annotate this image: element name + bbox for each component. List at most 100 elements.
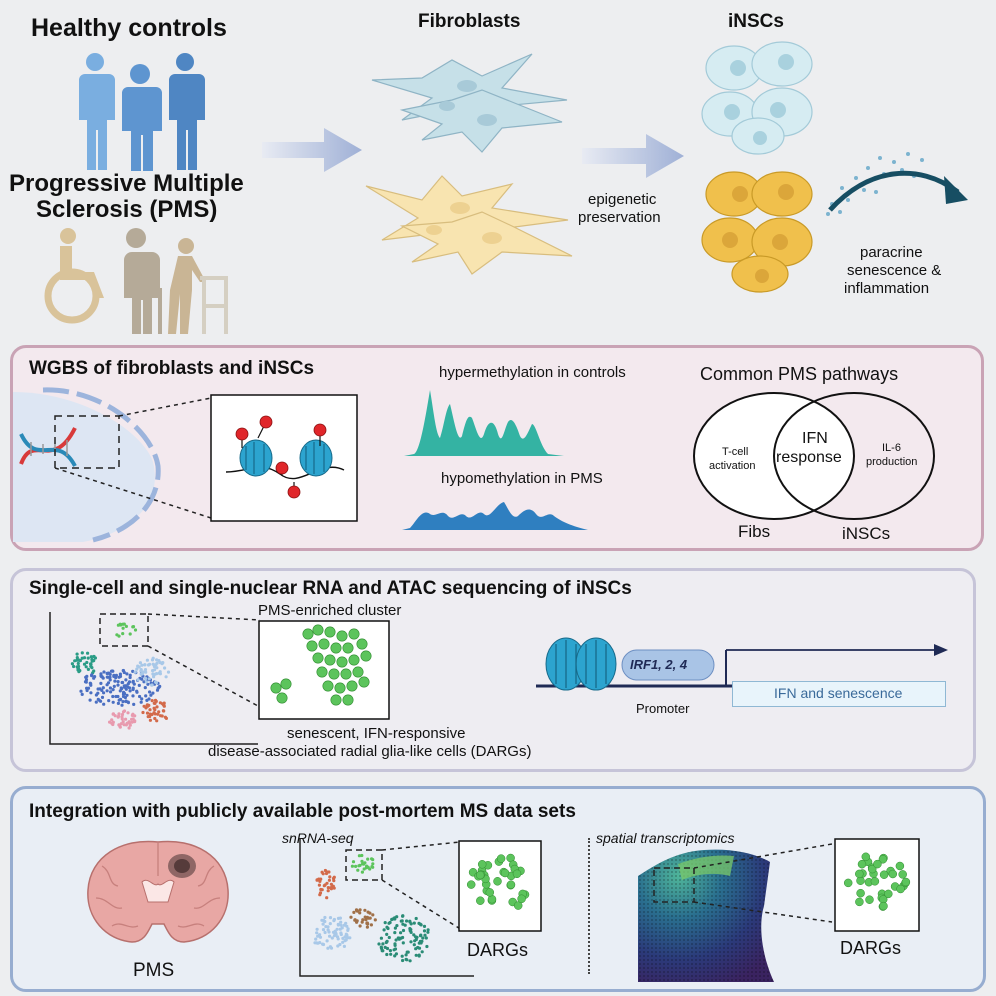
umap-dot (138, 694, 142, 699)
cluster-zoom-box (258, 620, 390, 720)
umap-dot (144, 676, 148, 681)
umap-dot (117, 698, 121, 702)
umap-dot (131, 625, 135, 629)
darg-dot (879, 901, 888, 911)
arrow-to-inscs (582, 134, 684, 178)
snrna-dot (363, 908, 367, 912)
snrna-dot (365, 915, 369, 919)
snrna-dot (354, 864, 358, 868)
umap-dot (133, 719, 137, 723)
umap-dot (92, 654, 96, 659)
snrna-dot (409, 930, 413, 934)
cluster-dot (316, 666, 328, 678)
snrna-dot (324, 925, 328, 929)
snrna-dot (325, 939, 329, 943)
cluster-dot (302, 628, 314, 640)
integration-title: Integration with publicly available post… (29, 801, 576, 822)
umap-dot (100, 695, 105, 699)
cluster-dot (358, 676, 370, 688)
umap-dot (148, 712, 152, 716)
snrna-dot (401, 941, 405, 945)
umap-dot (164, 675, 168, 679)
darg-dot (485, 888, 495, 897)
umap-dot (105, 689, 109, 693)
paracrine-label-line2: senescence & (847, 262, 942, 279)
snrna-dot (366, 910, 370, 914)
spatial-tissue (638, 843, 833, 982)
darg-dot (500, 868, 510, 878)
cluster-dot (312, 624, 324, 636)
umap-dot (128, 723, 132, 727)
snrna-dot (388, 949, 392, 953)
umap-dot (120, 712, 125, 717)
umap-dot (92, 676, 96, 680)
snrna-dot (401, 914, 405, 918)
umap-dot (131, 679, 135, 683)
snrna-dot (350, 864, 354, 868)
snrna-dot (385, 946, 390, 951)
umap-dot (121, 632, 125, 636)
snrna-dot (355, 920, 359, 924)
snrna-dot (328, 922, 332, 926)
umap-dot (121, 626, 125, 630)
umap-dot (117, 712, 121, 716)
cluster-dot (330, 642, 342, 654)
arrow-to-fibroblasts (262, 128, 362, 172)
umap-dot (105, 671, 109, 675)
snrna-dot (321, 872, 325, 876)
cluster-dot (318, 638, 330, 650)
snrna-dot (370, 857, 374, 861)
snrna-dot (371, 862, 375, 866)
cluster-dot (324, 626, 336, 638)
snrna-dot (401, 928, 406, 933)
umap-dot (72, 664, 76, 669)
umap-dot (163, 666, 167, 670)
epigenetic-label-line1: epigenetic (588, 191, 657, 208)
umap-dot (155, 719, 159, 723)
snrna-dot (414, 953, 418, 957)
pms-title-line1: Progressive Multiple (9, 170, 244, 197)
umap-dot (85, 660, 89, 665)
darg-dot (879, 870, 889, 879)
snrna-dot (385, 952, 389, 957)
cluster-dot (348, 628, 360, 640)
methylation-box-icon (210, 394, 358, 522)
snrna-dot (332, 875, 336, 879)
gene-box (732, 681, 946, 707)
umap-dot (102, 702, 106, 706)
snrna-dot (389, 952, 393, 956)
umap-dot (138, 661, 142, 665)
umap-dot (108, 720, 112, 724)
umap-dot (117, 675, 121, 679)
cluster-label: PMS-enriched cluster (258, 602, 402, 619)
darg-dot (506, 880, 516, 889)
snrna-dot (419, 933, 423, 937)
umap-dot (135, 690, 139, 694)
darg-dot (855, 897, 864, 907)
umap-dot (143, 686, 147, 690)
snrna-dot (352, 910, 356, 914)
cluster-dot (324, 654, 336, 666)
umap-dot (126, 685, 130, 689)
umap-dot (76, 666, 80, 670)
umap-dot (90, 666, 94, 670)
umap-dot (75, 656, 79, 660)
venn-inscs-label: iNSCs (842, 524, 891, 543)
umap-dot (100, 688, 104, 692)
snrna-dot (323, 930, 327, 935)
inscs-title: iNSCs (728, 11, 784, 32)
umap-dot (128, 673, 132, 677)
snrna-dot (332, 917, 336, 922)
umap-dot (121, 720, 125, 724)
snrna-dot (385, 932, 389, 936)
snrna-dot (419, 923, 423, 927)
pms-title-line2: Sclerosis (PMS) (36, 196, 218, 223)
healthy-people-icon (79, 53, 205, 171)
umap-dot (132, 702, 136, 706)
snrna-dot (318, 941, 322, 945)
snrna-dot (341, 940, 345, 944)
umap-dot (122, 691, 127, 696)
umap-dot (158, 672, 162, 676)
umap-dot (152, 675, 156, 679)
darg-dot (512, 869, 522, 879)
